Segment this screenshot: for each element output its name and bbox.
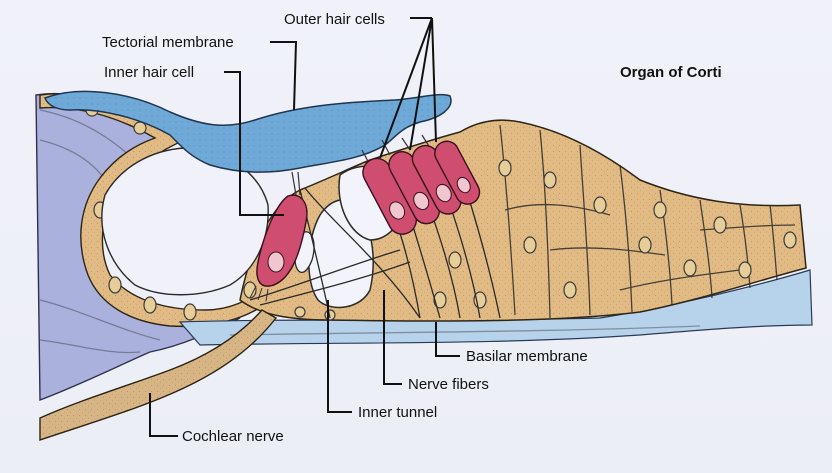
label-basilar-membrane: Basilar membrane xyxy=(466,348,588,365)
cell-boundaries xyxy=(499,124,796,319)
label-tectorial-membrane: Tectorial membrane xyxy=(102,34,234,51)
label-outer-hair-cells: Outer hair cells xyxy=(284,11,385,28)
limbus-sulcus xyxy=(101,147,269,296)
diagram-title: Organ of Corti xyxy=(620,64,722,81)
stereocilia xyxy=(291,134,431,196)
label-cochlear-nerve: Cochlear nerve xyxy=(182,428,284,445)
leader-lines xyxy=(149,17,460,437)
outer-hair-cells xyxy=(362,140,481,235)
cell-nuclei xyxy=(85,103,797,321)
label-inner-tunnel: Inner tunnel xyxy=(358,404,437,421)
label-nerve-fibers: Nerve fibers xyxy=(408,376,489,393)
inner-hair-cell xyxy=(249,194,308,302)
label-inner-hair-cell: Inner hair cell xyxy=(104,64,194,81)
